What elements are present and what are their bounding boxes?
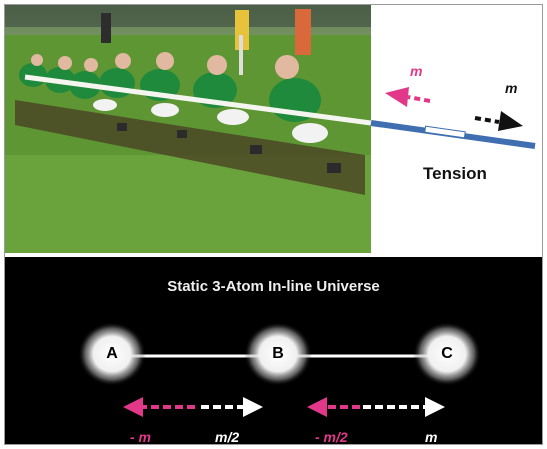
force-arrow-m-half (201, 397, 263, 417)
atom-diagram (78, 322, 481, 417)
tug-of-war-photo (5, 5, 371, 253)
force-arrow-m (363, 397, 445, 417)
force-label-minus-m-half: - m/2 (315, 429, 348, 445)
force-label-m: m (425, 429, 438, 445)
pink-left-arrow (385, 87, 431, 107)
left-force-label: m (410, 63, 423, 79)
atom-label-b: B (272, 345, 284, 362)
force-label-minus-m: - m (130, 429, 151, 445)
atom-label-a: A (106, 345, 118, 362)
atom-universe-panel: Static 3-Atom In-line Universe (5, 257, 542, 445)
black-right-arrow (474, 111, 523, 131)
atom-b (244, 322, 312, 386)
force-arrow-minus-m-half (307, 397, 360, 417)
panel-title: Static 3-Atom In-line Universe (167, 278, 380, 295)
force-label-m-half: m/2 (215, 429, 240, 445)
figure-frame: m m Tension Static 3-Atom In-line Univer… (4, 4, 543, 445)
atom-c (413, 322, 481, 386)
tension-label: Tension (423, 164, 487, 183)
tug-of-war-panel: m m Tension (5, 5, 542, 253)
force-arrow-minus-m (123, 397, 195, 417)
right-force-label: m (505, 80, 518, 96)
atom-label-c: C (441, 345, 453, 362)
atom-a (78, 322, 146, 386)
rope-diagram (370, 87, 536, 149)
